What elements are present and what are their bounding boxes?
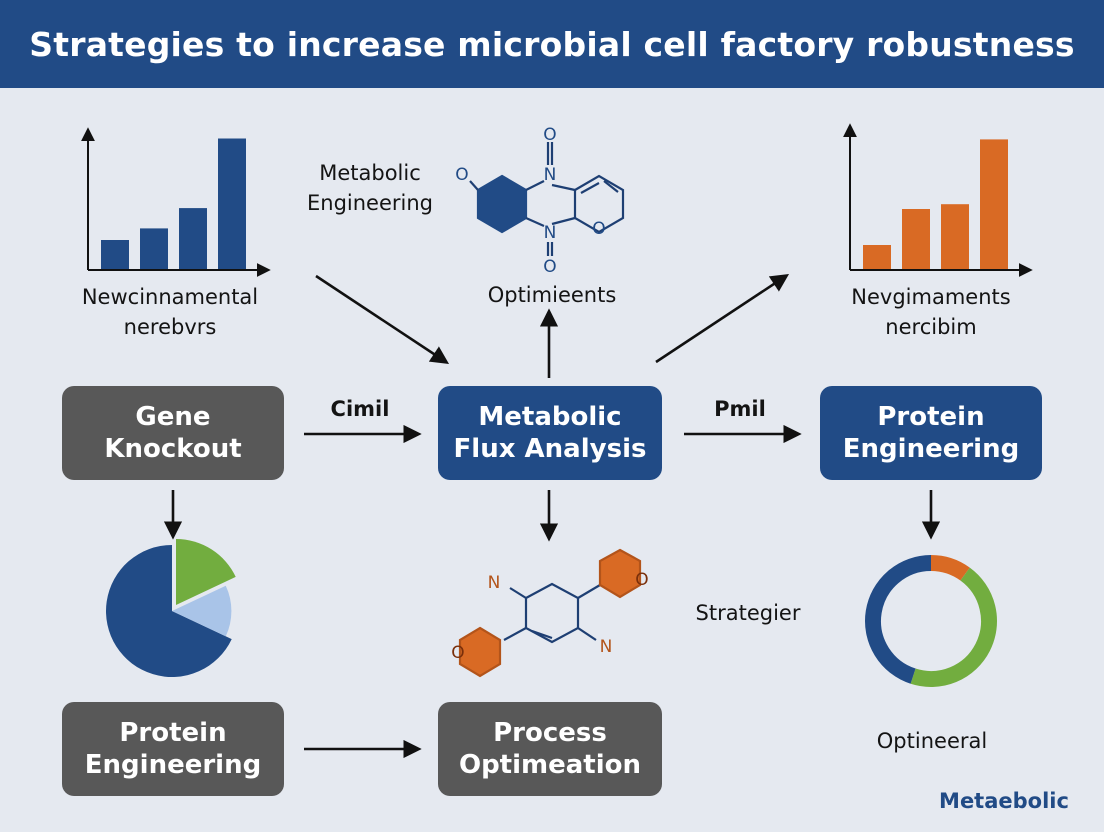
atom-o-4: O (543, 257, 556, 277)
left-chart-bar-3 (179, 208, 207, 269)
pie-slice-2 (176, 539, 236, 605)
atom-n-3: N (488, 573, 501, 593)
atom-n-4: N (600, 637, 613, 657)
pie-slice-1 (105, 545, 232, 677)
right-chart-bar-3 (941, 204, 969, 269)
optineeral-caption: Optineeral (876, 729, 988, 753)
protein-engineering-left-box: Protein Engineering (62, 702, 284, 796)
bar-chart-right (843, 123, 1033, 277)
process-optimeation-box: Process Optimeation (438, 702, 662, 796)
molecule-bottom-ring-lower (458, 626, 502, 678)
strategier-caption: Strategier (695, 601, 801, 625)
left-chart-bar-2 (140, 228, 168, 269)
arrow-flux-to-chart (655, 273, 790, 364)
left-chart-bar-1 (101, 240, 129, 269)
donut-slice-2 (910, 567, 997, 687)
arrow-label-cimil: Cimil (330, 397, 390, 421)
atom-o-3: O (592, 219, 605, 239)
right-chart-bar-1 (863, 245, 891, 269)
atom-o-5: O (635, 570, 648, 590)
donut-slice-3 (865, 555, 932, 684)
atom-o-2: O (543, 125, 556, 145)
atom-o-6: O (451, 643, 464, 663)
top-right-caption: Nevgimaments nercibim (851, 285, 1011, 339)
arrow-chart-to-flux (315, 274, 450, 365)
metabolic-engineering-caption: Metabolic Engineering (307, 161, 433, 215)
molecule-bottom (458, 548, 642, 678)
metabolic-flux-analysis-box: Metabolic Flux Analysis (438, 386, 662, 480)
page-title: Strategies to increase microbial cell fa… (29, 24, 1075, 64)
right-chart-bar-4 (980, 139, 1008, 269)
donut-slice-1 (930, 555, 970, 581)
molecule-top-filled-ring (476, 174, 528, 234)
top-left-caption: Newcinnamental nerebvrs (81, 285, 259, 339)
arrow-label-pmil: Pmil (714, 397, 766, 421)
left-chart-bar-4 (218, 138, 246, 269)
gene-knockout-box: Gene Knockout (62, 386, 284, 480)
protein-engineering-right-box: Protein Engineering (820, 386, 1042, 480)
atom-n-2: N (544, 223, 557, 243)
header-bar: Strategies to increase microbial cell fa… (0, 0, 1104, 88)
pie-chart (105, 539, 236, 677)
donut-chart (865, 555, 997, 687)
molecule-bottom-ring-upper (598, 548, 642, 599)
optimieents-caption: Optimieents (487, 283, 617, 307)
bar-chart-left (81, 127, 271, 277)
atom-n-1: N (544, 165, 557, 185)
right-chart-bar-2 (902, 209, 930, 269)
atom-o-1: O (455, 165, 468, 185)
footer-label: Metaebolic (939, 789, 1069, 813)
molecule-top (469, 142, 625, 256)
pie-slice-3 (172, 585, 232, 637)
